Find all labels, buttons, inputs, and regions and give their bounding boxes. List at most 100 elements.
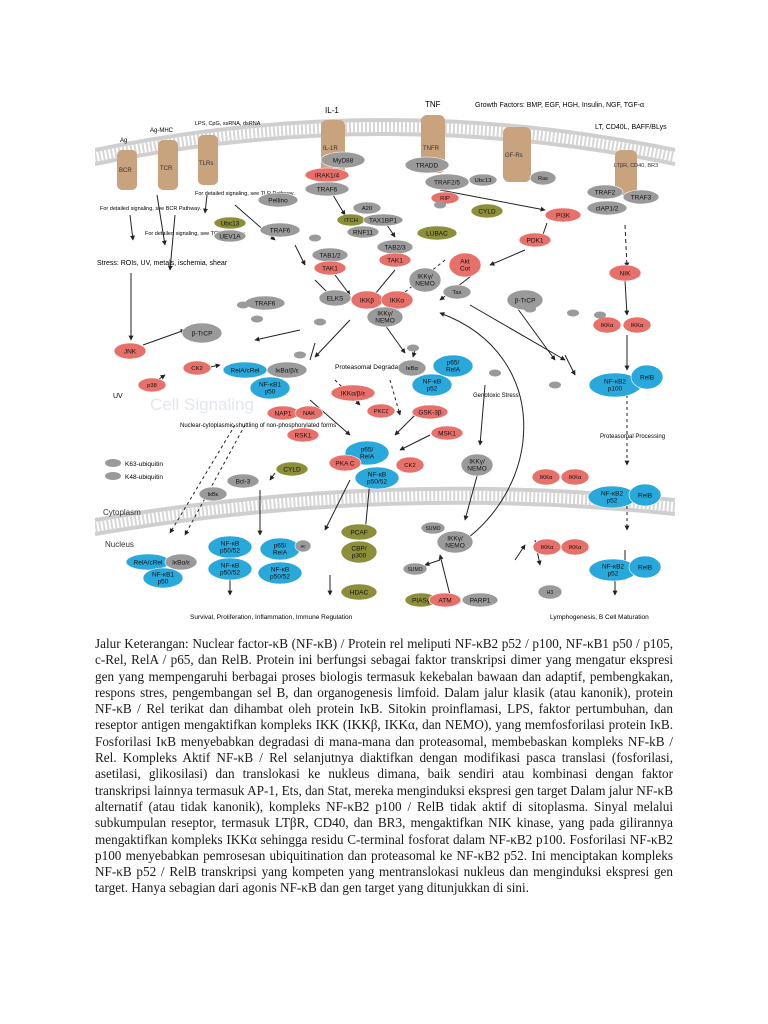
node-jnk: JNK bbox=[113, 342, 147, 360]
node-tab23: TAB2/3 bbox=[376, 239, 414, 255]
node-shape bbox=[318, 289, 352, 307]
node-label: p50/52 bbox=[367, 479, 387, 486]
ligand-il1: IL-1 bbox=[325, 106, 339, 115]
node-shape bbox=[448, 252, 482, 278]
node-shape bbox=[330, 384, 376, 402]
node-label: NEMO bbox=[445, 543, 465, 550]
ubiquitin-mark bbox=[489, 369, 501, 377]
ubiquitin-mark bbox=[237, 301, 249, 309]
node-label: NIK bbox=[620, 270, 632, 277]
figure-caption: Jalur Keterangan: Nuclear factor-κB (NF-… bbox=[95, 636, 673, 896]
node-label: NF-κB2 bbox=[604, 379, 626, 386]
node-traf25: TRAF2/5 bbox=[424, 173, 470, 191]
node-label: NF-κB1 bbox=[152, 572, 174, 579]
node-label: p50/52 bbox=[220, 570, 240, 577]
node-label: p65/ bbox=[447, 360, 460, 367]
node-shape bbox=[182, 360, 212, 376]
node-label: IκBα/ε bbox=[172, 559, 190, 566]
node-label: HDAC bbox=[350, 589, 369, 596]
node-label: MSK1 bbox=[438, 430, 456, 437]
node-label: p50 bbox=[265, 389, 276, 396]
node-label: RIP bbox=[440, 196, 450, 202]
node-label: TAB1/2 bbox=[319, 252, 341, 259]
ligand-tnf: TNF bbox=[425, 100, 441, 109]
node-shape bbox=[313, 260, 347, 276]
note-genotoxic: Genotoxic Stress bbox=[473, 393, 519, 399]
node-shape bbox=[560, 468, 590, 486]
node-label: ELKS bbox=[327, 295, 344, 302]
node-label: IKKα bbox=[569, 545, 582, 551]
note-proteasomal-processing: Proteasomal Processing bbox=[600, 434, 665, 440]
node-shape bbox=[544, 207, 582, 223]
node-sumo2: SUMO bbox=[402, 562, 428, 576]
node-shape bbox=[592, 316, 622, 334]
watermark-text: Cell Signaling bbox=[150, 395, 254, 414]
node-shape bbox=[628, 555, 662, 579]
node-atm: ATM bbox=[428, 592, 462, 608]
ubiquitin-mark bbox=[294, 351, 306, 359]
node-shape bbox=[622, 189, 660, 205]
node-label: RelA/cRel bbox=[231, 367, 260, 374]
node-shape bbox=[586, 200, 628, 216]
node-label: RelA bbox=[360, 454, 375, 461]
node-label: TRADD bbox=[416, 162, 439, 169]
node-ikkabe: IKKα/β/ε bbox=[330, 384, 376, 402]
node-label: MyD88 bbox=[333, 157, 354, 164]
node-label: Pellino bbox=[268, 197, 288, 204]
node-label: TRAF6 bbox=[255, 300, 276, 307]
node-shape bbox=[531, 468, 561, 486]
node-a20: A20 bbox=[352, 201, 382, 215]
node-shape bbox=[404, 156, 450, 174]
node-label: GSK-3β bbox=[418, 409, 442, 416]
node-btrcp-l: β-TrCP bbox=[181, 322, 223, 344]
note-proteasomal: Proteasomal Degradation bbox=[335, 364, 409, 371]
node-rela-top: RelA/cRel bbox=[222, 361, 268, 379]
node-shape bbox=[259, 222, 301, 238]
node-itch: ITCH bbox=[336, 213, 366, 227]
node-shape bbox=[213, 216, 247, 230]
receptor-gfrs: Growth Factors: BMP, EGF, HGH, Insulin, … bbox=[475, 102, 644, 182]
node-label: TAX1BP1 bbox=[369, 217, 397, 224]
node-label: NF-κB bbox=[423, 379, 441, 386]
node-traf2: TRAF2 bbox=[586, 184, 624, 200]
node-shape bbox=[380, 290, 414, 310]
node-label: IKKα bbox=[390, 297, 404, 304]
node-label: p100 bbox=[608, 386, 623, 393]
note-stress: Stress: ROIs, UV, metals, ischemia, shea… bbox=[97, 260, 228, 267]
node-ras: Ras bbox=[529, 170, 557, 186]
ubiquitin-mark bbox=[251, 315, 263, 323]
node-shape bbox=[622, 316, 652, 334]
ubiquitin-mark bbox=[549, 381, 561, 389]
pathway-nodes: MyD88IRAK1/4TRAF6PellinoTRADDTRAF2/5RIPU… bbox=[113, 151, 664, 608]
node-h3: H3 bbox=[537, 584, 563, 600]
il1r-label: IL-1R bbox=[323, 146, 338, 152]
node-sumo1: SUMO bbox=[420, 521, 446, 535]
receptor-tlrs: LPS, CpG, ssRNA, dsRNA TLRs bbox=[195, 121, 261, 185]
node-ikkb: IKKβ bbox=[350, 290, 384, 310]
node-label: PKA C bbox=[335, 460, 354, 467]
node-label: p52 bbox=[608, 571, 619, 578]
node-tak1b: TAK1 bbox=[378, 252, 412, 268]
node-label: NF-κB2 bbox=[602, 564, 624, 571]
node-label: Bcl-3 bbox=[236, 478, 251, 485]
plasma-membrane bbox=[95, 118, 675, 166]
node-label: PI3K bbox=[556, 212, 571, 219]
node-p65-mid: p65/RelA bbox=[432, 354, 474, 378]
node-label: Cot bbox=[460, 266, 470, 273]
node-ikka2: IKKα bbox=[622, 316, 652, 334]
node-tak1a: TAK1 bbox=[313, 260, 347, 276]
node-ciap: cIAP1/2 bbox=[586, 200, 628, 216]
legend-k48: K48-ubiquitin bbox=[125, 474, 163, 481]
node-shape bbox=[411, 373, 453, 397]
node-traf3: TRAF3 bbox=[622, 189, 660, 205]
node-label: IKKα bbox=[541, 545, 554, 551]
bcr-label: BCR bbox=[119, 168, 132, 174]
node-label: IRAK1/4 bbox=[315, 172, 340, 179]
node-label: PDK1 bbox=[527, 237, 544, 244]
node-traf6-top: TRAF6 bbox=[304, 181, 350, 197]
tcr-label: TCR bbox=[160, 166, 173, 172]
